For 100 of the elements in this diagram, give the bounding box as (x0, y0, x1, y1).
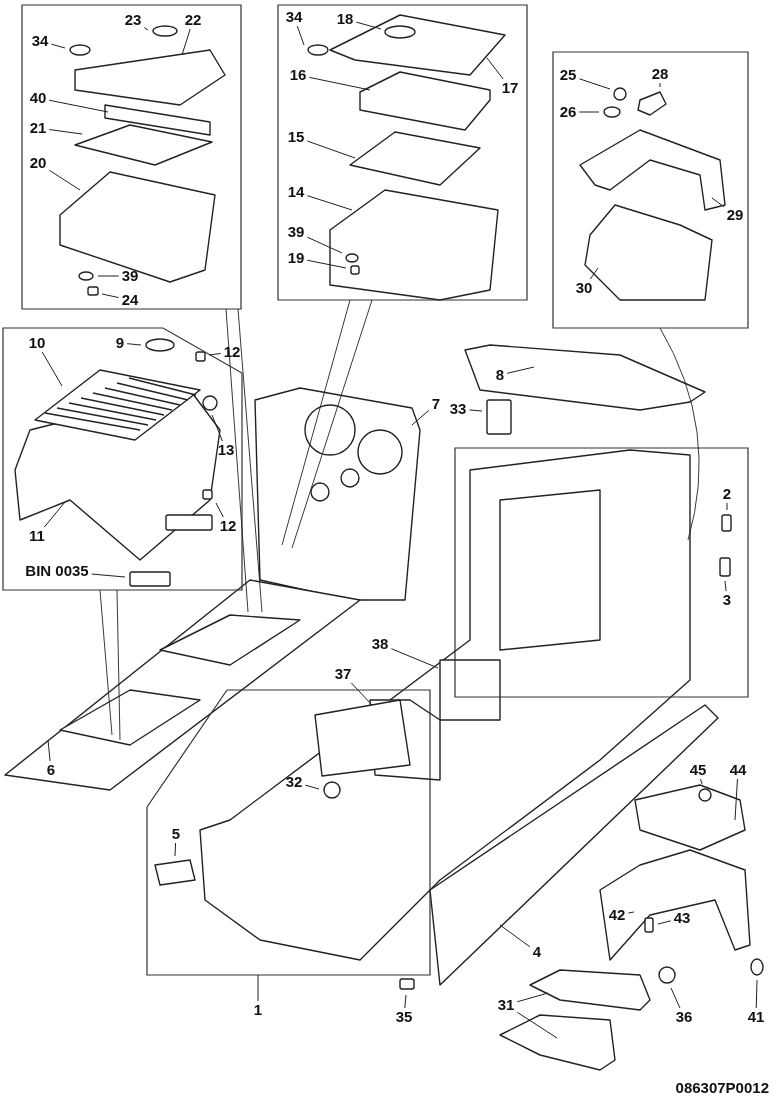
callout-label: 2 (721, 486, 733, 502)
callout-label: 4 (531, 944, 543, 960)
callout-label: 14 (286, 184, 306, 200)
leader-line (411, 409, 430, 426)
callout-label: 5 (170, 826, 182, 842)
leader-line (726, 502, 728, 511)
inset-frame (553, 52, 748, 328)
leader-line (43, 501, 66, 528)
leader-line (404, 994, 407, 1009)
leader-line (296, 25, 305, 46)
leader-line (308, 76, 371, 91)
leader-line (48, 169, 81, 191)
callout-label: 43 (672, 910, 692, 926)
callout-label: BIN 0035 (24, 563, 90, 579)
inset-frame (3, 328, 242, 590)
leader-line (306, 259, 347, 269)
leader-line (211, 414, 223, 442)
leader-line (670, 987, 681, 1009)
callout-label: 39 (120, 268, 140, 284)
callout-label: 24 (120, 292, 140, 308)
connector-line (225, 308, 249, 613)
leader-line (126, 343, 142, 346)
leader-line (711, 197, 725, 208)
leader-line (657, 920, 672, 925)
leader-line (181, 28, 191, 56)
callout-label: 29 (725, 207, 745, 223)
callout-label: 12 (222, 344, 242, 360)
leader-line (578, 78, 611, 90)
drawing-number: 086307P0012 (675, 1079, 769, 1096)
callout-label: 38 (370, 636, 390, 652)
callout-label: 21 (28, 120, 48, 136)
callout-label: 39 (286, 224, 306, 240)
callout-label: 35 (394, 1009, 414, 1025)
leader-line (700, 778, 703, 785)
callout-label: 15 (286, 129, 306, 145)
callout-label: 28 (650, 66, 670, 82)
callout-label: 26 (558, 104, 578, 120)
leader-line (468, 409, 483, 412)
leader-line (589, 267, 599, 280)
connector-line (281, 299, 351, 546)
connector-line (116, 589, 121, 741)
callout-label: 3 (721, 592, 733, 608)
callout-label: 37 (333, 666, 353, 682)
callout-label: 34 (284, 9, 304, 25)
leader-line (174, 842, 177, 857)
leader-line (143, 27, 149, 31)
callout-label: 17 (500, 80, 520, 96)
connector-line (237, 308, 263, 613)
leader-line (755, 979, 758, 1009)
leader-line (506, 366, 535, 374)
callout-label: 19 (286, 250, 306, 266)
leader-line (215, 502, 224, 518)
callout-label: 9 (114, 335, 126, 351)
connector-line (291, 299, 373, 549)
connector-line (659, 327, 700, 541)
leader-line (304, 784, 320, 790)
inset-frame (455, 448, 748, 697)
callout-label: 18 (335, 11, 355, 27)
callout-label: 13 (216, 442, 236, 458)
callout-label: 11 (28, 528, 46, 544)
callout-label: 45 (688, 762, 708, 778)
callout-label: 25 (558, 67, 578, 83)
leader-line (48, 99, 109, 113)
leader-line (390, 648, 439, 669)
leader-line (734, 778, 738, 821)
callout-label: 7 (430, 396, 442, 412)
leader-line (486, 57, 504, 80)
leader-line (91, 573, 126, 578)
leader-line (659, 82, 661, 88)
callout-label: 22 (183, 12, 203, 28)
leader-line (499, 924, 531, 948)
callout-label: 12 (218, 518, 238, 534)
inset-frame (22, 5, 241, 309)
callout-label: 30 (574, 280, 594, 296)
leader-line (516, 1011, 558, 1039)
callout-label: 34 (30, 33, 50, 49)
callout-label: 44 (728, 762, 748, 778)
callout-label: 41 (746, 1009, 766, 1025)
callout-label: 32 (284, 774, 304, 790)
callout-label: 6 (45, 762, 57, 778)
leader-line (516, 992, 549, 1003)
leader-line (47, 739, 51, 762)
leader-line (257, 974, 259, 1002)
callout-label: 23 (123, 12, 143, 28)
callout-label: 16 (288, 67, 308, 83)
leader-line (306, 140, 356, 159)
inset-frame (147, 690, 430, 975)
callout-label: 31 (496, 997, 516, 1013)
leader-line (50, 43, 66, 49)
leader-line (306, 236, 343, 254)
callout-label: 42 (607, 907, 627, 923)
callout-label: 40 (28, 90, 48, 106)
callout-label: 1 (252, 1002, 264, 1018)
callout-label: 10 (27, 335, 47, 351)
leader-line (627, 911, 635, 914)
leader-line (48, 129, 83, 135)
leader-line (306, 195, 353, 211)
leader-line (101, 293, 120, 299)
leader-line (578, 111, 600, 113)
leader-line (41, 351, 63, 387)
